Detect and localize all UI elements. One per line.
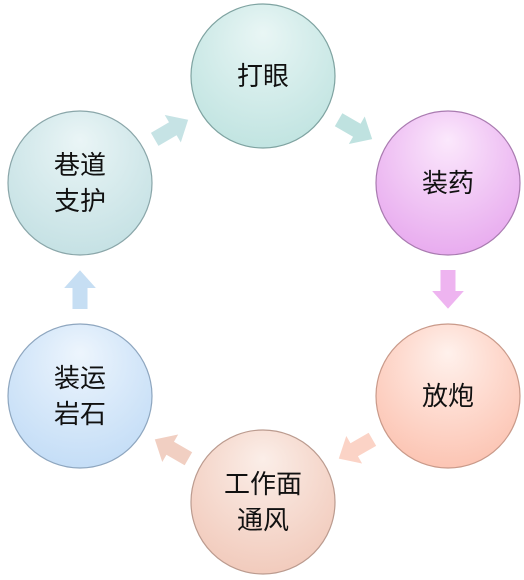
node-charge-label-1: 装药	[422, 169, 474, 199]
node-drill: 打眼	[190, 3, 336, 149]
node-support-label-2: 支护	[54, 187, 106, 217]
arrow-blast-to-ventilate	[337, 431, 378, 465]
node-muck-circle	[7, 323, 153, 469]
node-drill-label-1: 打眼	[237, 62, 289, 92]
node-ventilate-circle	[190, 429, 336, 575]
arrow-ventilate-to-muck	[153, 433, 194, 467]
arrow-support-to-drill	[149, 113, 190, 148]
arrow-drill-to-charge	[333, 111, 374, 146]
node-ventilate-label-2: 通风	[237, 506, 289, 536]
arrows-layer	[61, 111, 467, 467]
arrow-charge-to-blast	[429, 269, 467, 311]
node-blast-circle	[375, 323, 521, 469]
node-charge-circle	[375, 110, 521, 256]
node-muck-label-2: 岩石	[54, 400, 106, 430]
node-support-label-1: 巷道	[54, 151, 106, 181]
node-drill-circle	[190, 3, 336, 149]
node-support-circle	[7, 110, 153, 256]
node-ventilate-label-1: 工作面	[224, 470, 302, 500]
node-blast: 放炮	[375, 323, 521, 469]
arrow-muck-to-support	[61, 268, 99, 310]
node-blast-label-1: 放炮	[422, 382, 474, 412]
node-charge: 装药	[375, 110, 521, 256]
node-muck-label-1: 装运	[54, 364, 106, 394]
